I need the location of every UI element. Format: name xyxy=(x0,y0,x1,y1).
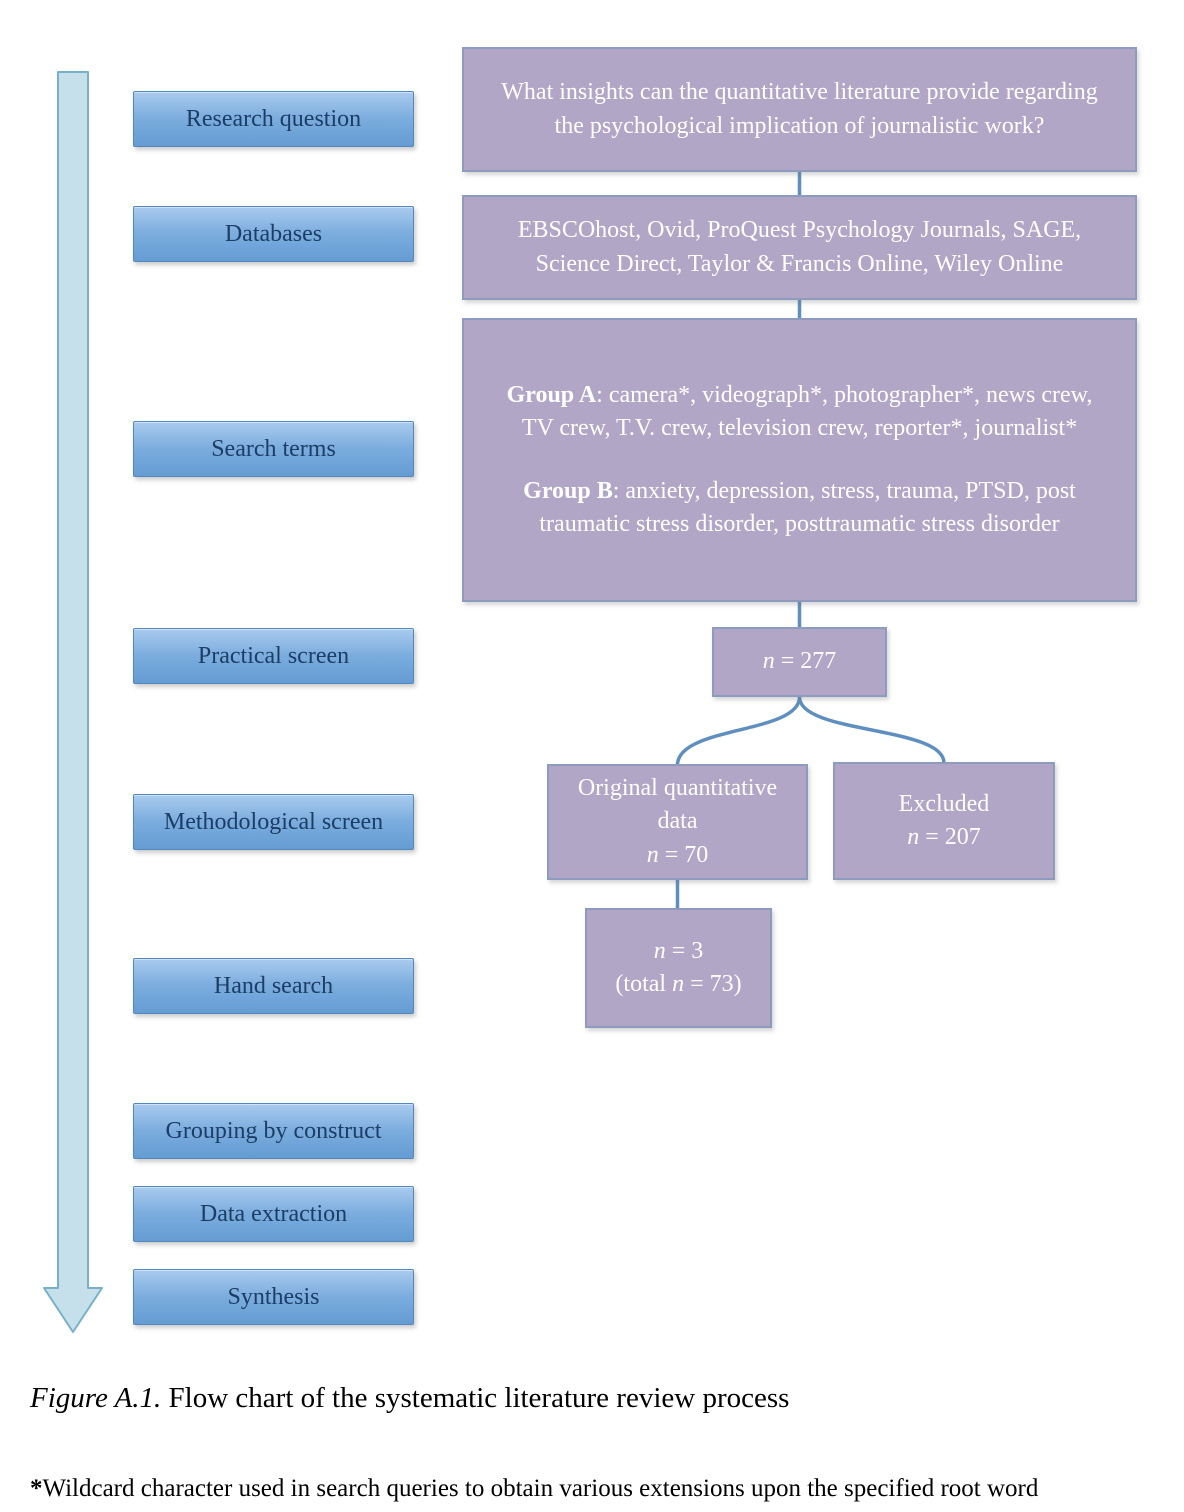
stage-synthesis: Synthesis xyxy=(133,1269,414,1325)
original-n-var: n xyxy=(646,841,659,868)
fork-right-branch xyxy=(797,695,946,765)
group-a-label: Group A xyxy=(506,381,597,408)
practical-screen-n-panel: n = 277 xyxy=(712,627,887,697)
group-b-text: Group B: anxiety, depression, stress, tr… xyxy=(494,475,1105,541)
databases-panel: EBSCOhost, Ovid, ProQuest Psychology Jou… xyxy=(462,195,1137,300)
stage-practical-screen: Practical screen xyxy=(133,628,414,684)
hand-total-var: n xyxy=(672,971,685,997)
original-quantitative-panel: Original quantitative data n = 70 xyxy=(547,764,808,880)
group-a-text: Group A: camera*, videograph*, photograp… xyxy=(494,379,1105,445)
group-a-items: : camera*, videograph*, photographer*, n… xyxy=(521,381,1093,441)
excluded-panel: Excluded n = 207 xyxy=(833,762,1055,880)
original-title: Original quantitative data xyxy=(577,775,778,835)
hand-total-pre: (total xyxy=(615,971,673,997)
footnote-asterisk: * xyxy=(30,1475,43,1502)
footnote-text: Wildcard character used in search querie… xyxy=(42,1475,1039,1502)
hand-n-var: n xyxy=(653,937,666,964)
n277-var: n xyxy=(762,648,775,675)
stage-databases: Databases xyxy=(133,206,414,262)
figure-caption: Figure A.1. Flow chart of the systematic… xyxy=(30,1382,789,1415)
stage-hand-search: Hand search xyxy=(133,958,414,1014)
excluded-title: Excluded xyxy=(898,790,990,817)
search-terms-panel: Group A: camera*, videograph*, photograp… xyxy=(462,318,1137,602)
research-question-panel: What insights can the quantitative liter… xyxy=(462,47,1137,172)
fork-left-branch xyxy=(675,695,802,767)
stage-methodological-screen: Methodological screen xyxy=(133,794,414,850)
hand-n-eq: = 3 xyxy=(665,937,704,964)
stage-research-question: Research question xyxy=(133,91,414,147)
excluded-n-var: n xyxy=(907,824,920,850)
figure-footnote: *Wildcard character used in search queri… xyxy=(30,1475,1038,1503)
hand-n-value: n = 3 xyxy=(654,935,704,968)
group-b-label: Group B xyxy=(523,478,613,504)
excluded-n-eq: = 207 xyxy=(919,824,981,850)
excluded-n-value: n = 207 xyxy=(907,821,981,854)
n277-value: n = 277 xyxy=(763,645,837,678)
group-b-items: : anxiety, depression, stress, trauma, P… xyxy=(539,478,1076,538)
databases-text: EBSCOhost, Ovid, ProQuest Psychology Jou… xyxy=(517,217,1082,277)
hand-search-n-panel: n = 3 (total n = 73) xyxy=(585,908,772,1028)
figure-caption-text: Flow chart of the systematic literature … xyxy=(161,1382,790,1414)
timeline-down-arrow-icon xyxy=(43,71,103,1333)
figure-caption-label: Figure A.1. xyxy=(30,1382,162,1414)
stage-search-terms: Search terms xyxy=(133,421,414,477)
hand-total-post: = 73) xyxy=(684,971,742,997)
original-n-value: n = 70 xyxy=(647,839,709,872)
stage-grouping-by-construct: Grouping by construct xyxy=(133,1103,414,1159)
hand-total-value: (total n = 73) xyxy=(615,968,741,1001)
original-n-eq: = 70 xyxy=(658,841,709,868)
stage-data-extraction: Data extraction xyxy=(133,1186,414,1242)
n277-eq: = 277 xyxy=(774,648,837,675)
research-question-text: What insights can the quantitative liter… xyxy=(501,79,1098,139)
